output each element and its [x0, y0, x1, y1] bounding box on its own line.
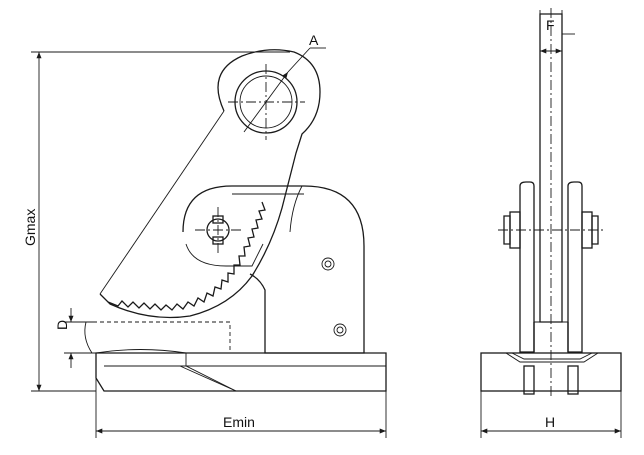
dimension-a-label: A	[309, 32, 319, 48]
base-plate	[95, 349, 387, 392]
rivet-lower	[333, 323, 347, 337]
base-front	[480, 352, 622, 395]
side-view: A D Gmax Emin	[22, 32, 387, 438]
dimension-a: A	[243, 32, 326, 133]
dimension-d: D	[54, 308, 96, 368]
dimension-f: F	[539, 10, 575, 58]
dimension-gmax-label: Gmax	[22, 209, 38, 246]
dimension-d-label: D	[54, 320, 70, 330]
lifting-cam	[99, 49, 321, 319]
dimension-h: H	[480, 391, 622, 438]
dimension-emin-label: Emin	[223, 414, 255, 430]
inner-body-front	[533, 321, 569, 352]
dimension-emin: Emin	[95, 378, 387, 438]
dimension-f-label: F	[546, 17, 555, 33]
dimension-h-label: H	[545, 414, 555, 430]
pivot-bolt	[195, 207, 242, 253]
rivet-upper	[321, 257, 335, 271]
front-view: F H	[480, 8, 622, 438]
side-cheek-right	[567, 181, 599, 353]
cam-plate-front	[539, 8, 563, 398]
housing-body	[182, 185, 365, 354]
workpiece	[84, 321, 231, 354]
dimension-gmax: Gmax	[22, 51, 290, 392]
side-cheek-left	[503, 181, 535, 353]
